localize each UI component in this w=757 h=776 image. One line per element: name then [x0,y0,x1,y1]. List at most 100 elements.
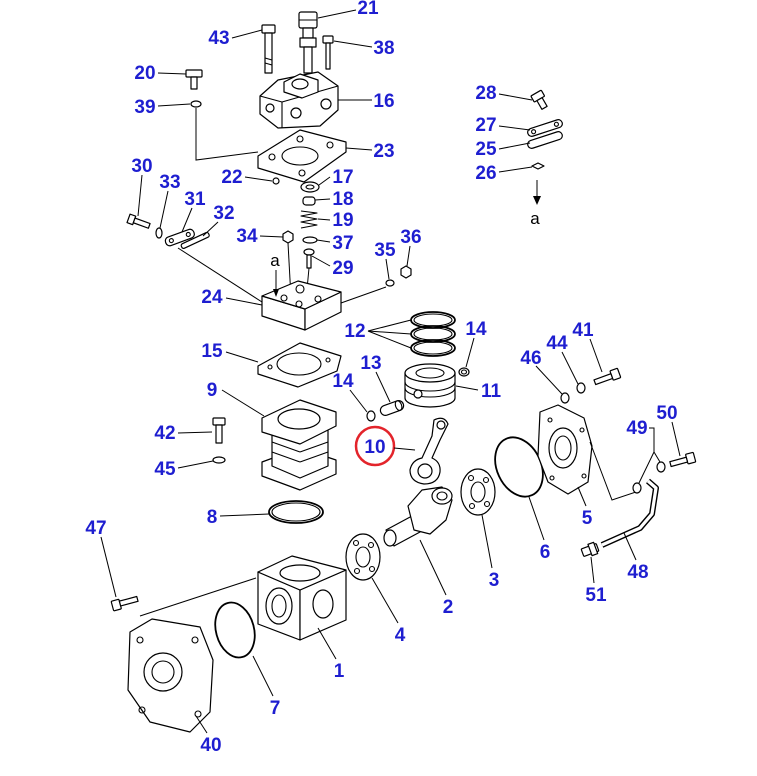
callout-21: 21 [317,0,379,19]
callout-48-label: 48 [627,562,648,583]
callout-22-label: 22 [221,167,242,188]
callout-25: 25 [475,139,531,160]
part-24-valve-plate [261,280,342,331]
part-48-pipe [600,478,659,548]
callout-29: 29 [311,255,354,279]
part-22-pin [272,177,280,185]
callout-31-label: 31 [184,189,206,210]
callout-23: 23 [345,141,395,162]
callout-40: 40 [195,715,222,756]
part-37-ring [302,236,318,244]
callout-48: 48 [623,532,649,583]
part-32-plate [180,231,210,250]
callout-23-label: 23 [373,141,394,162]
callout-50: 50 [656,403,681,457]
callout-labels: 21 4 3 38 20 39 16 28 27 25 2 6 23 30 33 2… [85,0,681,756]
part-4-bearing [345,533,381,581]
part-49-washers [632,461,666,494]
part-8-o-ring [268,500,324,524]
callout-4: 4 [371,577,406,646]
part-1-crankcase [257,555,347,641]
part-17-seat [300,181,320,193]
callout-4-label: 4 [395,625,406,646]
assembly-line-47-1 [139,577,257,617]
callout-2: 2 [419,539,453,618]
part-36-fitting [400,265,412,279]
callout-19-label: 19 [332,210,353,231]
callout-8-label: 8 [207,507,218,528]
part-10-connecting-rod [409,417,449,485]
callout-18-label: 18 [332,189,353,210]
callout-8: 8 [207,507,270,528]
part-50-bolt [669,451,697,468]
part-35-washer [340,279,395,304]
callout-47: 47 [85,518,117,598]
callout-39: 39 [134,97,191,118]
callout-49-label: 49 [626,418,647,439]
callout-36-label: 36 [400,227,421,248]
callout-11-label: 11 [481,381,502,402]
part-12-piston-rings [410,311,456,357]
callout-34: 34 [236,226,284,247]
callout-3-label: 3 [489,570,500,591]
part-40-front-cover [127,618,214,733]
part-7-o-ring [214,601,256,659]
callout-40-label: 40 [200,735,221,756]
callout-50-label: 50 [656,403,677,424]
callout-33-label: 33 [159,172,180,193]
callout-6: 6 [528,496,550,563]
callout-24-label: 24 [201,287,223,308]
callout-47-label: 47 [85,518,106,539]
callout-28: 28 [475,83,533,104]
section-marker-label: a [530,209,540,228]
part-15-gasket [257,342,342,388]
part-14-snap-ring-right [458,367,470,377]
part-19-spring [300,210,318,229]
callout-27: 27 [475,115,531,136]
callout-45-label: 45 [154,459,176,480]
callout-51-label: 51 [585,585,607,606]
callout-42: 42 [154,423,213,444]
callout-30: 30 [131,156,153,217]
part-27-plate [527,119,563,137]
part-11-piston [404,363,456,408]
section-marker-a-left: a [270,251,280,297]
part-47-bolt [110,595,139,612]
part-43-bolt [261,24,276,74]
callout-35-label: 35 [374,240,396,261]
assembly-line-31-24 [177,247,263,303]
callout-13-label: 13 [360,353,381,374]
callout-38-label: 38 [373,38,394,59]
part-13-piston-pin [379,400,405,416]
highlight-ring [354,425,396,467]
part-28-bolt [530,89,548,110]
callout-38: 38 [333,38,395,59]
part-44-washer [576,382,586,394]
part-20-bolt [185,69,203,90]
callout-51: 51 [585,556,607,606]
callout-11: 11 [455,381,502,402]
callout-33: 33 [159,172,181,229]
callout-45: 45 [154,459,214,480]
callout-14-right-label: 14 [465,319,487,340]
section-marker-label: a [270,251,280,270]
callout-44: 44 [546,333,579,385]
callout-12-label: 12 [344,321,365,342]
part-46-washer [560,392,570,404]
callout-37-label: 37 [332,233,353,254]
callout-37: 37 [316,233,354,254]
callout-27-label: 27 [475,115,496,136]
callout-15-label: 15 [201,341,223,362]
part-38-bolt [322,35,334,70]
callout-16: 16 [338,91,395,112]
callout-9-label: 9 [207,380,218,401]
callout-42-label: 42 [154,423,175,444]
callout-18: 18 [314,189,354,210]
part-42-bolt [212,417,226,444]
callout-20: 20 [134,63,187,84]
callout-12: 12 [344,319,412,349]
part-45-washer [212,456,226,464]
callout-24: 24 [201,287,263,308]
